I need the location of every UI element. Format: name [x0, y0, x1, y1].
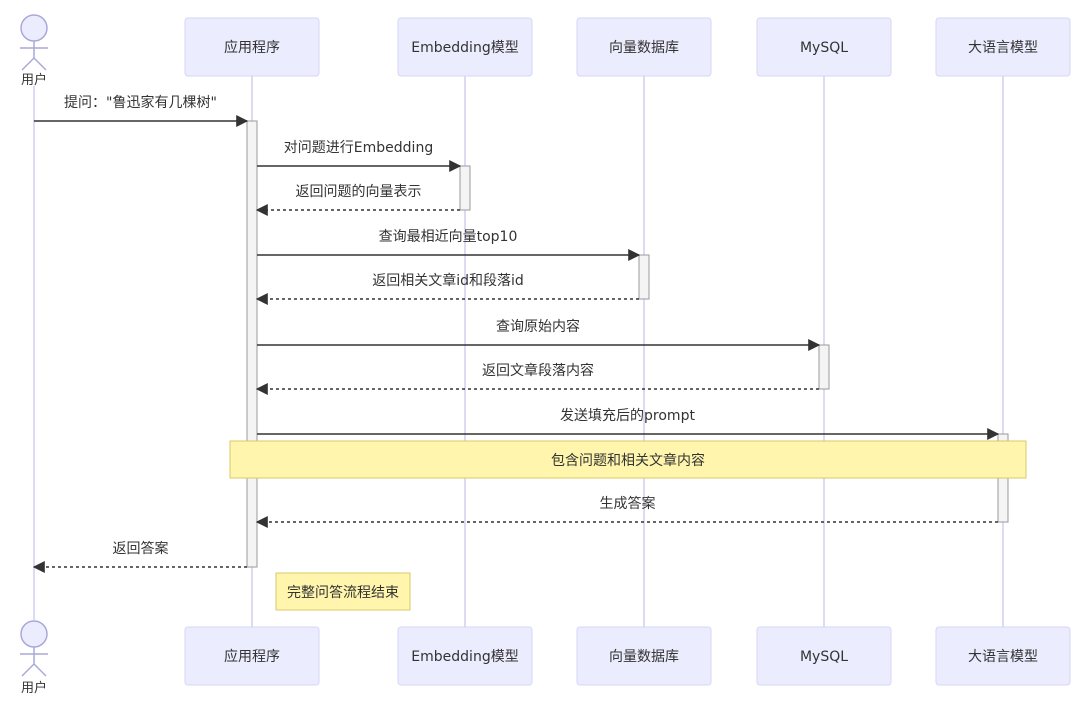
participant-label: 应用程序: [224, 39, 280, 56]
participant-app-top: 应用程序: [184, 17, 320, 77]
message-label: 返回问题的向量表示: [296, 184, 422, 200]
message-3: 返回问题的向量表示: [255, 184, 460, 216]
participant-mysql-bottom: MySQL: [756, 626, 892, 686]
message-6: 查询原始内容: [257, 318, 821, 351]
participant-embed-bottom: Embedding模型: [397, 626, 533, 686]
user-head-icon: [20, 14, 48, 42]
participant-llm-top: 大语言模型: [935, 17, 1071, 77]
message-7: 返回文章段落内容: [255, 362, 819, 395]
user-actor-bottom: 用户: [20, 620, 48, 696]
participant-label: 应用程序: [224, 648, 280, 665]
participant-label: 向量数据库: [609, 649, 679, 665]
participant-label: 大语言模型: [968, 649, 1038, 665]
message-1: 提问："鲁迅家有几棵树": [34, 94, 249, 127]
user-label-bottom: 用户: [21, 680, 47, 696]
activation-mysql: [818, 344, 830, 390]
user-label-top: 用户: [21, 72, 47, 88]
participant-embed-top: Embedding模型: [397, 17, 533, 77]
participant-vecdb-bottom: 向量数据库: [576, 626, 712, 686]
activation-app: [246, 120, 258, 568]
message-label: 返回文章段落内容: [482, 362, 594, 379]
message-label: 发送填充后的prompt: [560, 408, 695, 424]
message-8: 发送填充后的prompt: [257, 408, 1000, 440]
note-text: 完整问答流程结束: [287, 584, 399, 601]
message-label: 查询最相近向量top10: [379, 229, 518, 245]
note-text: 包含问题和相关文章内容: [551, 452, 705, 469]
message-5: 返回相关文章id和段落id: [255, 272, 639, 305]
participant-label: Embedding模型: [411, 40, 518, 56]
user-head-icon: [20, 620, 48, 648]
activation-embed: [459, 165, 471, 211]
message-4: 查询最相近向量top10: [257, 229, 641, 261]
participant-label: 大语言模型: [968, 40, 1038, 56]
message-label: 生成答案: [600, 495, 656, 512]
activation-vecdb: [638, 254, 650, 300]
participant-vecdb-top: 向量数据库: [576, 17, 712, 77]
participant-llm-bottom: 大语言模型: [935, 626, 1071, 686]
participant-label: Embedding模型: [411, 649, 518, 665]
participant-mysql-top: MySQL: [756, 17, 892, 77]
note-flow-end: 完整问答流程结束: [275, 572, 411, 611]
message-label: 提问："鲁迅家有几棵树": [64, 94, 217, 111]
participant-label: MySQL: [800, 40, 848, 56]
message-label: 对问题进行Embedding: [284, 140, 433, 156]
user-actor-top: 用户: [20, 14, 48, 88]
message-2: 对问题进行Embedding: [257, 140, 462, 172]
note-prompt-content: 包含问题和相关文章内容: [229, 440, 1027, 479]
message-label: 返回相关文章id和段落id: [372, 272, 524, 289]
message-9: 生成答案: [255, 495, 998, 528]
message-label: 返回答案: [113, 540, 169, 557]
participant-label: 向量数据库: [609, 40, 679, 56]
participant-label: MySQL: [800, 649, 848, 665]
message-label: 查询原始内容: [496, 318, 580, 335]
participant-app-bottom: 应用程序: [184, 626, 320, 686]
message-10: 返回答案: [32, 540, 247, 573]
